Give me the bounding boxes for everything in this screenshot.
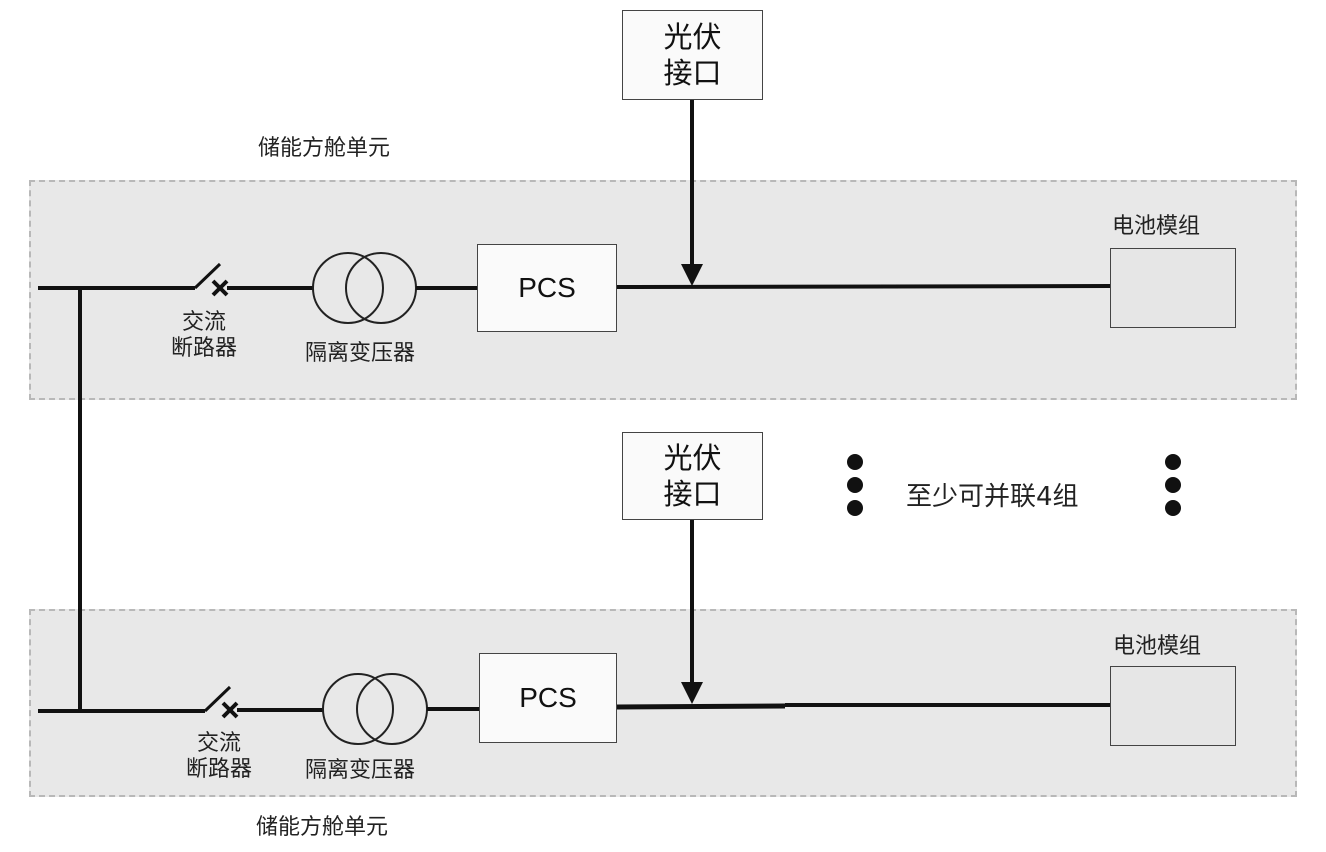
transformer-label-1: 隔离变压器 (305, 341, 416, 366)
unit-1-caption: 储能方舱单元 (258, 136, 391, 161)
pv-interface-box-2: 光伏 接口 (622, 432, 763, 520)
breaker-label-line2: 断路器 (170, 336, 237, 362)
ellipsis-dot-icon (1165, 477, 1181, 493)
breaker-label-2: 交流 断路器 (170, 731, 268, 784)
battery-label-2: 电池模组 (1113, 634, 1202, 659)
ellipsis-dot-icon (1165, 500, 1181, 516)
pcs-label: PCS (518, 272, 576, 303)
storage-unit-1-region (29, 180, 1297, 400)
breaker-label-1: 交流 断路器 (155, 310, 253, 363)
pcs-label: PCS (519, 682, 577, 713)
battery-module-box-2 (1110, 666, 1236, 746)
pv-interface-box-1: 光伏 接口 (622, 10, 763, 100)
pcs-box-2: PCS (479, 653, 617, 743)
pv-interface-label-line2: 接口 (663, 477, 722, 511)
ellipsis-dot-icon (847, 500, 863, 516)
pv-interface-label-line1: 光伏 (663, 440, 722, 475)
parallel-note: 至少可并联4组 (906, 482, 1079, 512)
breaker-label-line1: 交流 (196, 731, 241, 756)
battery-module-box-1 (1110, 248, 1236, 328)
transformer-label-2: 隔离变压器 (305, 758, 416, 783)
ellipsis-dot-icon (847, 454, 863, 470)
ellipsis-dot-icon (1165, 454, 1181, 470)
breaker-label-line2: 断路器 (185, 757, 252, 783)
ellipsis-dot-icon (847, 477, 863, 493)
breaker-label-line1: 交流 (181, 310, 226, 335)
unit-2-caption: 储能方舱单元 (256, 815, 389, 840)
pv-interface-label-line1: 光伏 (663, 19, 722, 54)
pv-interface-label-line2: 接口 (663, 56, 722, 90)
battery-label-1: 电池模组 (1112, 214, 1201, 239)
pcs-box-1: PCS (477, 244, 617, 332)
